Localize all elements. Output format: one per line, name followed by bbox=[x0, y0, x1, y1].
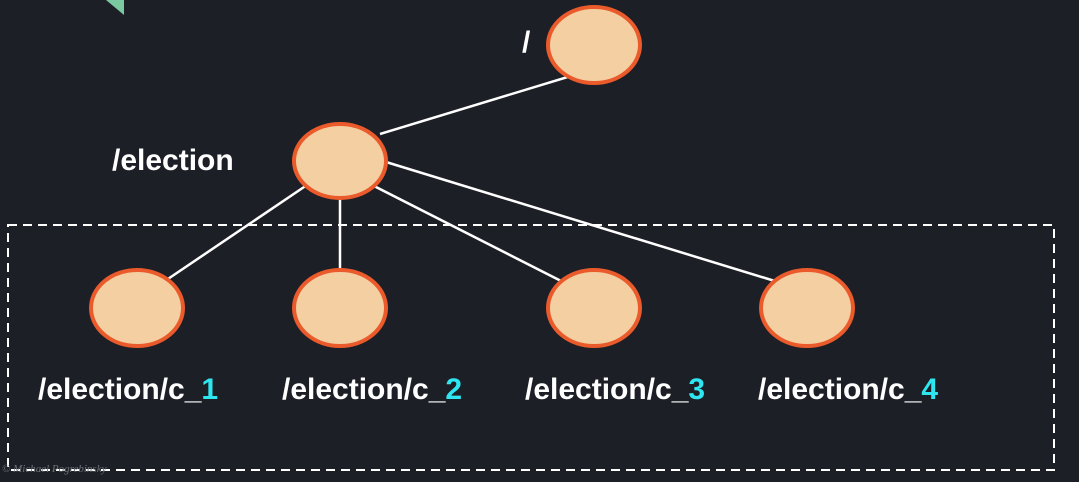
edge-root-election bbox=[379, 67, 595, 136]
watermark: © Michael Pogrebinsky bbox=[2, 463, 107, 475]
node-election[interactable] bbox=[292, 122, 388, 200]
node-c3[interactable] bbox=[546, 268, 642, 348]
edge-election-c3 bbox=[371, 183, 566, 285]
child-label-c2: /election/c_2 bbox=[282, 373, 462, 406]
election-label: /election bbox=[112, 144, 234, 177]
nodes bbox=[89, 5, 855, 348]
child-label-number: 1 bbox=[201, 373, 218, 406]
child-label-prefix: /election/c_ bbox=[282, 373, 446, 406]
child-label-prefix: /election/c_ bbox=[758, 373, 922, 406]
node-c4[interactable] bbox=[759, 268, 855, 348]
edges bbox=[161, 67, 779, 285]
child-label-number: 3 bbox=[688, 373, 705, 406]
edge-election-c4 bbox=[385, 160, 779, 284]
children-group-box bbox=[7, 224, 1055, 471]
child-label-c4: /election/c_4 bbox=[758, 373, 938, 406]
node-root[interactable] bbox=[546, 5, 642, 85]
node-c2[interactable] bbox=[292, 268, 388, 348]
root-label: / bbox=[522, 26, 531, 59]
child-label-number: 4 bbox=[921, 373, 938, 406]
child-label-prefix: /election/c_ bbox=[525, 373, 689, 406]
child-label-c1: /election/c_1 bbox=[38, 373, 218, 406]
edge-election-c1 bbox=[161, 183, 308, 285]
corner-mark bbox=[106, 0, 124, 15]
node-c1[interactable] bbox=[89, 268, 185, 348]
child-label-number: 2 bbox=[445, 373, 462, 406]
child-label-c3: /election/c_3 bbox=[525, 373, 705, 406]
child-label-prefix: /election/c_ bbox=[38, 373, 202, 406]
